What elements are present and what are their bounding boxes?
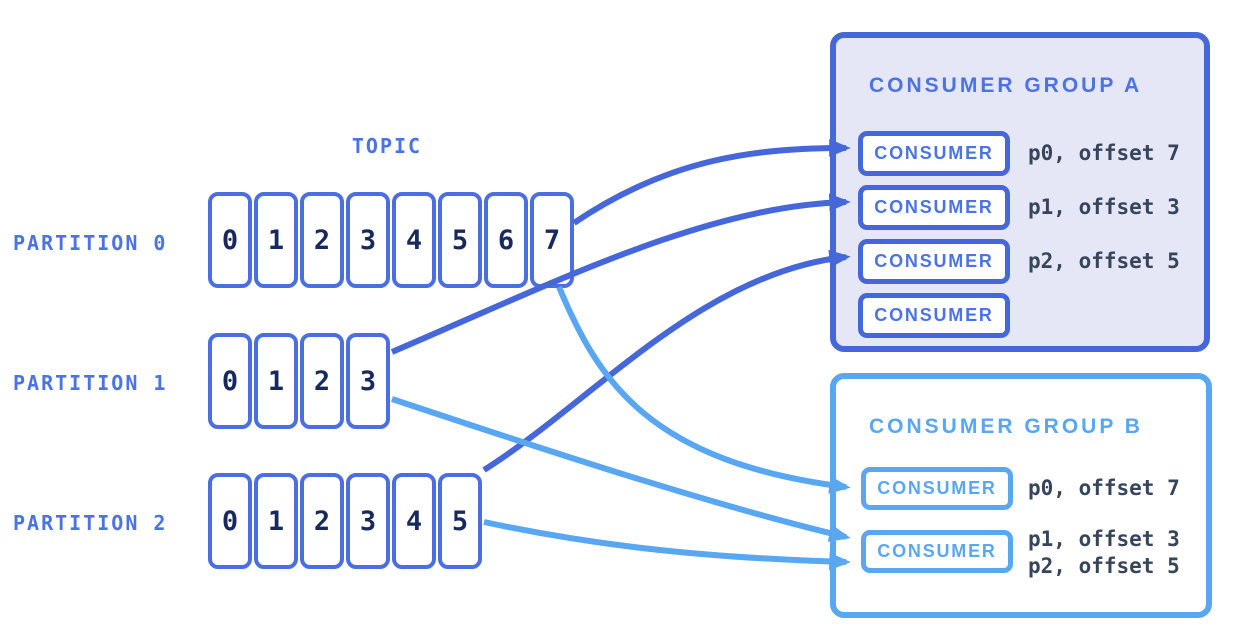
consumer-group-b-title: CONSUMER GROUP B [869, 415, 1143, 438]
arrow-partition0-to-groupB-consumer1 [556, 285, 851, 494]
partition-2-cell-3: 3 [346, 473, 390, 569]
consumer-group-b-box: CONSUMER GROUP B CONSUMER CONSUMER p0, o… [830, 373, 1212, 618]
groupA-consumer-1-assignment: p0, offset 7 [1028, 141, 1180, 165]
topic-label: TOPIC [351, 134, 423, 158]
consumer-group-a-box: CONSUMER GROUP A CONSUMER CONSUMER CONSU… [830, 32, 1210, 352]
partition-2-cell-2: 2 [300, 473, 344, 569]
partition-2-label: PARTITION 2 [13, 511, 168, 535]
groupA-consumer-2-assignment: p1, offset 3 [1028, 195, 1180, 219]
groupA-consumer-1: CONSUMER [858, 131, 1010, 176]
groupA-consumer-2: CONSUMER [858, 185, 1010, 230]
partition-0-cell-7: 7 [530, 192, 574, 288]
groupA-consumer-3-assignment: p2, offset 5 [1028, 249, 1180, 273]
consumer-group-a-title: CONSUMER GROUP A [869, 74, 1143, 97]
arrow-partition0-to-groupA-consumer1 [572, 139, 851, 226]
partition-0-cell-3: 3 [346, 192, 390, 288]
groupB-consumer-1-assignment: p0, offset 7 [1028, 476, 1180, 500]
groupB-consumer-2: CONSUMER [861, 530, 1013, 573]
partition-2-cell-5: 5 [438, 473, 482, 569]
partition-0-cell-0: 0 [208, 192, 252, 288]
partition-0-label: PARTITION 0 [13, 231, 168, 255]
partition-2-row: 0 1 2 3 4 5 [208, 473, 482, 569]
partition-2-cell-0: 0 [208, 473, 252, 569]
arrow-partition2-to-groupA-consumer3 [482, 249, 851, 473]
partition-1-cell-1: 1 [254, 333, 298, 429]
partition-0-cell-4: 4 [392, 192, 436, 288]
partition-1-row: 0 1 2 3 [208, 333, 390, 429]
partition-1-label: PARTITION 1 [13, 371, 168, 395]
partition-0-cell-6: 6 [484, 192, 528, 288]
partition-0-cell-5: 5 [438, 192, 482, 288]
partition-1-cell-3: 3 [346, 333, 390, 429]
arrow-partition2-to-groupB-consumer2 [483, 519, 851, 571]
partition-0-cell-2: 2 [300, 192, 344, 288]
groupB-consumer-1: CONSUMER [861, 467, 1013, 510]
groupA-consumer-3: CONSUMER [858, 239, 1010, 284]
groupA-consumer-4: CONSUMER [858, 293, 1010, 338]
groupB-consumer-2-assignment-line2: p2, offset 5 [1028, 554, 1180, 578]
partition-2-cell-1: 1 [254, 473, 298, 569]
partition-1-cell-0: 0 [208, 333, 252, 429]
partition-2-cell-4: 4 [392, 473, 436, 569]
groupB-consumer-2-assignment-line1: p1, offset 3 [1028, 527, 1180, 551]
partition-0-cell-1: 1 [254, 192, 298, 288]
partition-0-row: 0 1 2 3 4 5 6 7 [208, 192, 574, 288]
partition-1-cell-2: 2 [300, 333, 344, 429]
